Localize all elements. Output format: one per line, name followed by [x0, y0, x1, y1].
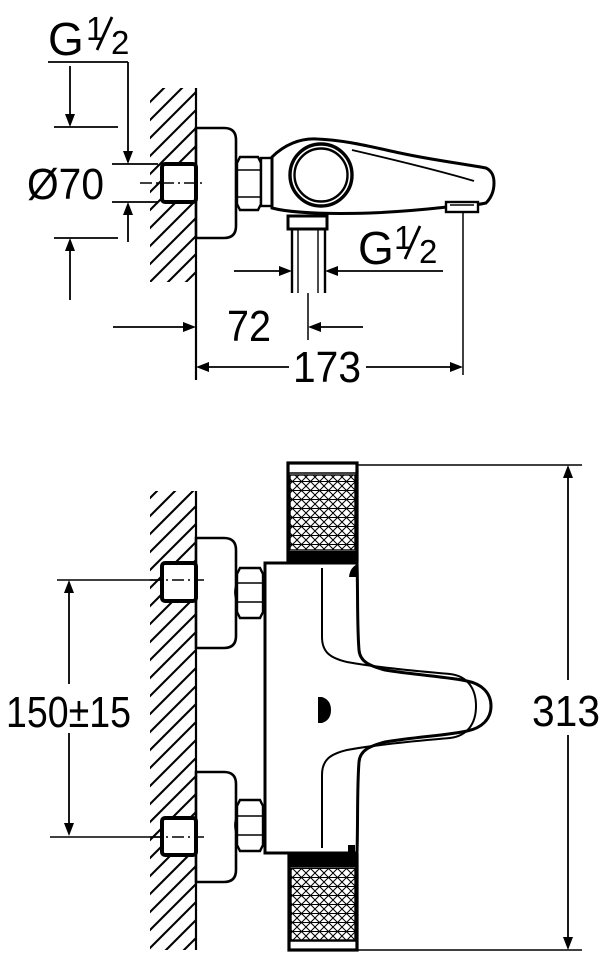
thermostat-cap-inner: [293, 147, 349, 203]
fraction-slash: [403, 225, 422, 260]
wall-hatch-front: [150, 491, 196, 950]
dim-150: 150±15: [6, 579, 162, 838]
thermostat-cap-outer: [288, 142, 354, 208]
dim-173-label: 173: [293, 343, 361, 392]
side-view: G 1 2 Ø70: [27, 10, 496, 392]
dim-313-label: 313: [532, 687, 600, 736]
hex-nut-top-front: [234, 566, 266, 620]
hex-nut-side: [235, 155, 263, 212]
pipe-collar: [286, 214, 329, 231]
knurled-knob-top: [286, 461, 359, 563]
grohe-drop-mark-icon: [318, 697, 331, 723]
spout-accent-line: [351, 149, 475, 182]
dim-72: 72: [113, 293, 363, 351]
body-inner-contour: [321, 568, 478, 848]
escutcheon-top-front: [194, 536, 238, 650]
dim-inlet-thread: G 1 2: [48, 10, 158, 242]
body-front: [263, 561, 493, 855]
wall-union-top-front: [160, 561, 198, 603]
fraction-slash: [95, 16, 114, 51]
dim-150-label: 150±15: [6, 688, 131, 737]
shower-pipe: [290, 229, 327, 293]
body-flange-side: [259, 156, 274, 208]
body-corner-mark-bottom: [348, 845, 355, 852]
dim-173: 173: [196, 213, 464, 392]
outlet-thread-label: G 1 2: [358, 219, 437, 274]
spout-outlet: [444, 200, 480, 214]
front-view: 150±15 313: [6, 461, 600, 952]
dim-313: 313: [353, 464, 600, 951]
body-corner-mark-top: [349, 564, 358, 577]
hex-nut-bottom-front: [234, 798, 266, 853]
escutcheon-diameter-label: Ø70: [27, 160, 104, 209]
dim-72-label: 72: [227, 302, 271, 351]
dim-outlet-thread: G 1 2: [234, 219, 443, 276]
knurled-knob-bottom: [287, 853, 359, 952]
dim-escutcheon-diameter: Ø70: [27, 66, 118, 300]
inlet-thread-label: G 1 2: [48, 10, 129, 65]
escutcheon-bottom-front: [194, 770, 238, 884]
escutcheon-side: [194, 126, 238, 240]
